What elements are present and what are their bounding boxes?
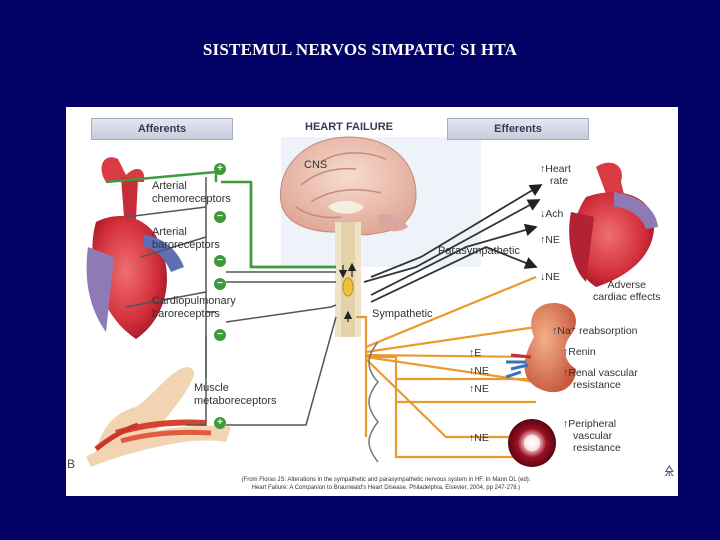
muscle-metaboreceptors-label: Muscle metaboreceptors [194,382,277,407]
arm-illustration [86,367,231,467]
cardiopulmonary-baroreceptors-label: Cardiopulmonary baroreceptors [152,295,236,320]
ne-kidney-label-2: ↑NE [469,383,489,395]
parasympathetic-label: Parasympathetic [438,245,520,257]
parasympathetic-arrows [363,184,543,303]
cns-label: CNS [304,159,328,171]
right-heart-illustration [569,162,658,287]
diagram-graphics [86,136,658,467]
efferents-header: Efferents [447,118,589,140]
peripheral-vascular-resistance-label: ↑Peripheral vascular resistance [563,418,621,454]
sympathetic-pathways [356,275,537,459]
sympathetic-label: Sympathetic [372,308,433,320]
e-label: ↑E [469,347,482,359]
sympathetic-chain [368,341,379,463]
left-heart-illustration [86,157,184,339]
minus-sign: − [214,255,226,267]
arterial-baroreceptors-label: Arterial baroreceptors [152,226,220,251]
ne-kidney-label-1: ↑NE [469,365,489,377]
plus-sign: + [214,417,226,429]
slide-title: SISTEMUL NERVOS SIMPATIC SI HTA [202,40,518,59]
sympathetic-nucleus [342,277,354,297]
diagram-figure: Afferents HEART FAILURE Efferents CNS Ar… [66,107,678,496]
ne-down-label: ↓NE [540,271,560,283]
panel-label: B [67,457,76,471]
ach-label: ↓Ach [540,208,564,220]
adverse-cardiac-effects-label: Adverse cardiac effects [593,279,661,303]
minus-sign: − [214,278,226,290]
arterial-chemoreceptors-label: Arterial chemoreceptors [152,180,231,205]
na-reabsorption-label: ↑Na⁺ reabsorption [552,325,638,337]
figure-citation: (From Floras JS: Alterations in the symp… [241,477,531,491]
kidney-illustration [505,302,576,393]
renin-label: ↑Renin [563,346,596,358]
heart-rate-label: ↑Heart rate [540,163,571,187]
heart-failure-header: HEART FAILURE [305,121,393,133]
ne-up-label: ↑NE [540,234,560,246]
logo-icon: 🜎 [664,463,675,480]
ne-vessel-label: ↑NE [469,432,489,444]
afferents-header: Afferents [91,118,233,140]
plus-sign: + [214,163,226,175]
afferent-pathways [125,177,337,426]
minus-sign: − [214,329,226,341]
minus-sign: − [214,211,226,223]
renal-vascular-resistance-label: ↑Renal vascular resistance [563,367,638,391]
